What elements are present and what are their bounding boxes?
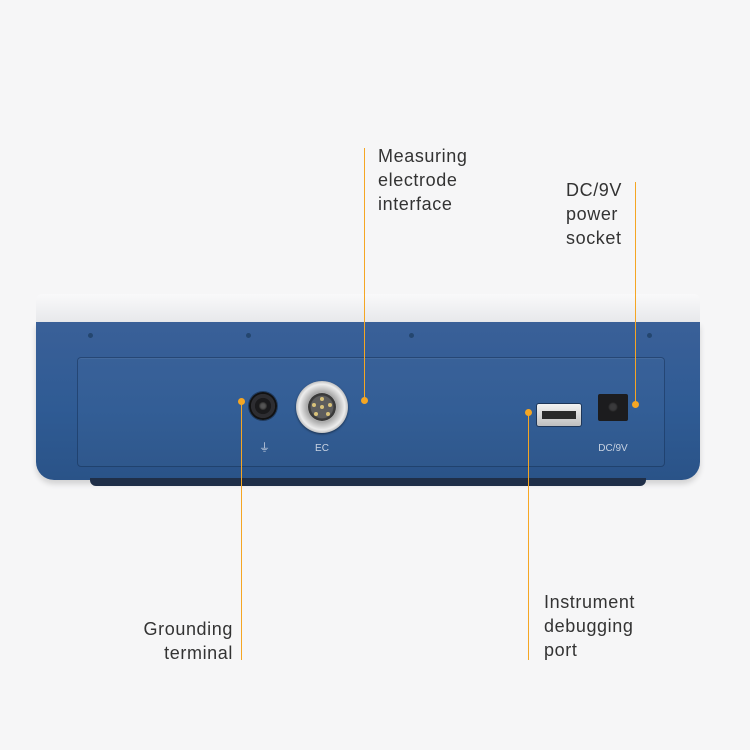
callout-line-measuring [364,148,365,400]
callout-line-grounding [241,402,242,660]
callout-line-debugging [528,413,529,660]
callout-dot-power [632,401,639,408]
rear-panel [77,357,665,467]
device-top-cover [36,294,700,324]
pin [326,412,330,416]
pin [328,403,332,407]
screw-icon [409,333,414,338]
pin [312,403,316,407]
callout-label-measuring: Measuring electrode interface [378,146,468,214]
callout-label-power: DC/9V power socket [566,180,623,248]
screw-icon [88,333,93,338]
callout-line-power [635,182,636,404]
dc-power-socket [598,394,628,421]
callout-dot-measuring [361,397,368,404]
pin [314,412,318,416]
device-rear-housing [36,322,700,480]
screw-icon [647,333,652,338]
screw-icon [246,333,251,338]
dc-port-label: DC/9V [598,443,628,454]
ground-symbol-icon: ⏚ [259,442,270,454]
pin [320,405,324,409]
callout-label-debugging: Instrument debugging port [544,592,636,660]
ec-port-label: EC [315,443,329,454]
callout-dot-grounding [238,398,245,405]
callout-dot-debugging [525,409,532,416]
callout-label-grounding: Grounding terminal [143,619,233,663]
pin [320,397,324,401]
device-base [90,478,646,486]
grounding-terminal-jack [249,392,277,420]
usb-debug-port [537,404,581,426]
connector-pins [308,393,336,421]
ec-electrode-connector [296,381,348,433]
